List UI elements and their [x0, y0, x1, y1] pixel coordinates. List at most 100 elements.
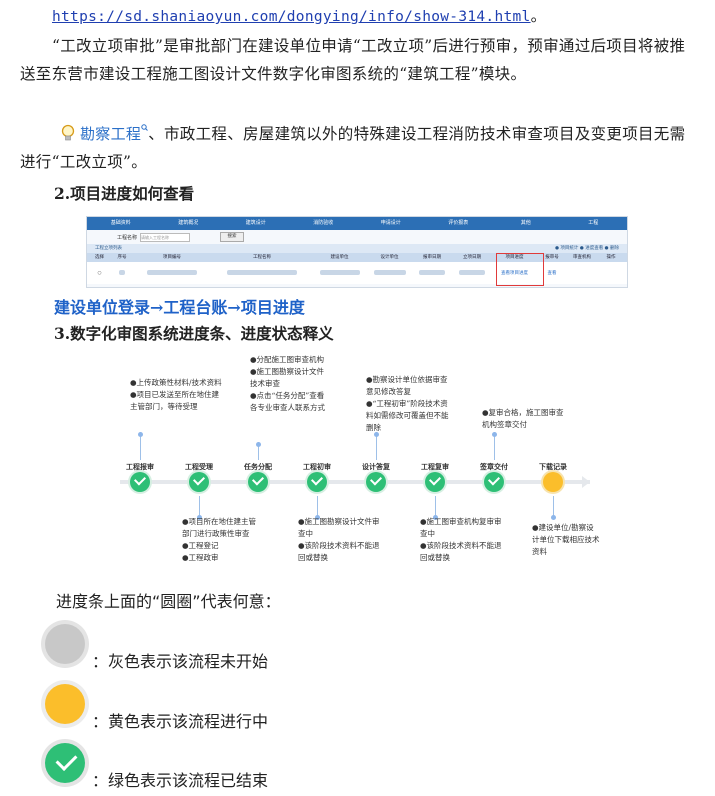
stage-label: 工程报审 — [126, 463, 154, 471]
view-progress-link[interactable]: 查看项目进度 — [501, 271, 528, 276]
redacted-cell — [212, 269, 312, 277]
lightbulb-icon — [61, 124, 75, 141]
stage-node-complete[interactable] — [189, 472, 209, 492]
check-icon — [487, 473, 501, 486]
menu-item[interactable]: 工程 — [588, 220, 599, 226]
check-icon — [369, 473, 383, 486]
menu-bar: 基础资料 建筑概况 建筑设计 消防验收 申请设计 评价报表 其他 工程 — [87, 217, 627, 230]
stage-node-complete[interactable] — [307, 472, 327, 492]
stage-node-complete[interactable] — [366, 472, 386, 492]
project-list-screenshot: 基础资料 建筑概况 建筑设计 消防验收 申请设计 评价报表 其他 工程 工程名称… — [86, 216, 628, 288]
col-header: 项目编号 — [163, 255, 181, 260]
menu-item[interactable]: 评价报表 — [448, 220, 469, 226]
stage-label: 工程复审 — [421, 463, 449, 471]
connector — [376, 432, 377, 460]
navigation-path: 建设单位登录→工程台账→项目进度 — [54, 298, 305, 317]
section-3-heading: 3.数字化审图系统进度条、进度状态释义 — [54, 324, 334, 343]
legend-gray-text: ：灰色表示该流程未开始 — [92, 652, 269, 671]
col-header: 建设单位 — [330, 255, 349, 260]
row-radio[interactable]: ○ — [97, 270, 102, 276]
col-header: 报审号 — [545, 255, 559, 260]
check-icon — [251, 473, 265, 486]
check-icon — [428, 473, 442, 486]
col-header: 工程名称 — [253, 255, 271, 260]
search-icon — [141, 124, 149, 131]
progress-diagram: 工程报审 工程受理 任务分配 工程初审 设计答复 工程复审 签章交付 下载记录 … — [120, 352, 600, 582]
table-header: 选择 序号 项目编号 工程名称 建设单位 设计单位 报审日期 立项日期 项目进度… — [87, 253, 627, 262]
source-url-link[interactable]: https://sd.shaniaoyun.com/dongying/info/… — [52, 9, 531, 25]
yellow-circle-icon — [45, 684, 85, 724]
connector-dot — [315, 515, 320, 520]
view-link[interactable]: 查看 — [547, 271, 557, 276]
connector-dot — [433, 515, 438, 520]
list-toolbar: 工程立项列表 ● 项目统计 ● 进度查看 ● 删除 — [87, 244, 627, 253]
col-header: 立项日期 — [463, 255, 481, 260]
menu-item[interactable]: 建筑概况 — [178, 220, 199, 226]
connector-dot — [256, 442, 261, 447]
redacted-cell — [412, 269, 452, 277]
stage-note: ●项目所在地住建主管部门进行政策性审查 ●工程登记 ●工程政审 — [182, 517, 257, 562]
col-header: 审查机构 — [573, 255, 591, 260]
col-header: 项目进度 — [505, 255, 524, 260]
intro-paragraph: “工改立项审批”是审批部门在建设单位申请“工改立项”后进行预审，预审通过后项目将… — [20, 37, 686, 83]
stage-node-complete[interactable] — [425, 472, 445, 492]
stage-note: ●勘察设计单位依据审查意见修改答复 ●“工程初审”阶段技术资料如需修改可覆盖但不… — [366, 375, 449, 432]
progress-column-highlight — [496, 253, 544, 286]
redacted-cell — [367, 269, 412, 277]
stage-note: ●施工图勘察设计文件审查中 ●该阶段技术资料不能退回或替换 — [298, 517, 380, 562]
stage-label: 工程受理 — [185, 463, 213, 471]
connector-dot — [492, 432, 497, 437]
connector-dot — [138, 432, 143, 437]
table-row[interactable]: ○ 查看项目进度 查看 — [87, 262, 627, 284]
gray-circle-icon — [45, 624, 85, 664]
check-icon — [310, 473, 324, 486]
redacted-cell — [132, 269, 212, 277]
search-label: 工程名称 — [117, 234, 138, 241]
stage-note: ●上传政策性材料/技术资料 ●项目已发送至所在地住建主管部门，等待受理 — [130, 378, 222, 411]
menu-item[interactable]: 建筑设计 — [245, 220, 266, 226]
stage-node-complete[interactable] — [130, 472, 150, 492]
check-icon — [192, 473, 206, 486]
track-arrow-icon — [582, 476, 590, 488]
tip-keyword: 勘察工程 — [80, 125, 142, 143]
tip-rest: 、市政工程、房屋建筑以外的特殊建设工程消防技术审查项目及变更项目无需进行“工改立… — [20, 125, 686, 171]
col-header: 报审日期 — [423, 255, 441, 260]
url-tail: 。 — [530, 7, 547, 25]
menu-item[interactable]: 消防验收 — [313, 220, 334, 226]
connector — [494, 432, 495, 460]
col-header: 选择 — [95, 255, 104, 260]
search-input[interactable]: 请输入工程名称 — [140, 232, 191, 242]
connector — [199, 496, 200, 518]
stage-node-complete[interactable] — [484, 472, 504, 492]
legend-yellow-text: ：黄色表示该流程进行中 — [92, 712, 269, 731]
stage-note: ●施工图审查机构复审审查中 ●该阶段技术资料不能退回或替换 — [420, 517, 502, 562]
url-line: https://sd.shaniaoyun.com/dongying/info/… — [52, 2, 546, 31]
stage-node-complete[interactable] — [248, 472, 268, 492]
connector — [140, 432, 141, 460]
connector — [553, 496, 554, 518]
stage-label: 工程初审 — [303, 463, 331, 471]
col-header: 操作 — [606, 255, 616, 260]
stage-note: ●分配施工图审查机构 ●施工图勘察设计文件技术审查 ●点击“任务分配”查看各专业… — [250, 355, 325, 412]
search-row: 工程名称 请输入工程名称 搜索 — [87, 230, 627, 244]
menu-item[interactable]: 其他 — [520, 220, 531, 226]
progress-track — [120, 480, 590, 484]
connector — [258, 442, 259, 460]
menu-item[interactable]: 基础资料 — [110, 220, 131, 226]
check-icon — [55, 749, 78, 771]
stage-node-in-progress[interactable] — [543, 472, 563, 492]
list-title: 工程立项列表 — [95, 246, 122, 251]
green-check-circle-icon — [45, 743, 85, 783]
menu-item[interactable]: 申请设计 — [380, 220, 401, 226]
toolbar-actions[interactable]: ● 项目统计 ● 进度查看 ● 删除 — [555, 246, 619, 251]
col-header: 设计单位 — [380, 255, 399, 260]
redacted-cell — [112, 269, 132, 277]
stage-note: ●复审合格，施工图审查机构签章交付 — [482, 408, 564, 429]
stage-label: 设计答复 — [362, 463, 390, 471]
search-button[interactable]: 搜索 — [220, 232, 245, 242]
redacted-cell — [312, 269, 367, 277]
check-icon — [133, 473, 147, 486]
tip-paragraph: 勘察工程、市政工程、房屋建筑以外的特殊建设工程消防技术审查项目及变更项目无需进行… — [20, 120, 696, 176]
stage-label: 签章交付 — [480, 463, 508, 471]
connector — [435, 496, 436, 518]
